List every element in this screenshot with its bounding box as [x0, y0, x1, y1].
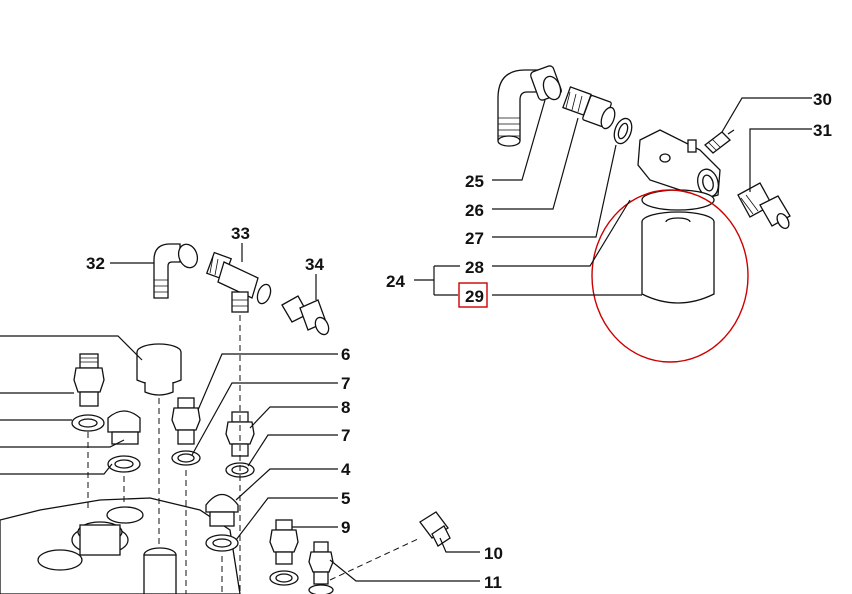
label-24: 24 — [386, 272, 405, 291]
part-31-fitting — [737, 182, 791, 230]
part-10-plug — [419, 511, 451, 547]
part-11-nipple — [308, 541, 334, 594]
label-7-upper: 7 — [341, 374, 350, 393]
leaders-middle — [110, 243, 317, 300]
label-11: 11 — [484, 573, 502, 592]
label-26: 26 — [465, 201, 484, 220]
label-32: 32 — [86, 254, 105, 273]
label-34: 34 — [305, 255, 324, 274]
label-31: 31 — [813, 121, 832, 140]
leaders-top-right — [414, 97, 812, 296]
part-34-hose-nipple — [281, 295, 330, 336]
part-32-elbow-hose-barb — [153, 243, 199, 299]
part-cap-left — [136, 343, 182, 396]
part-28-29-filter-canister — [641, 189, 715, 304]
label-6: 6 — [341, 345, 350, 364]
label-29: 29 — [465, 287, 484, 306]
part-left-plug — [107, 410, 141, 473]
label-5: 5 — [341, 489, 350, 508]
label-7-lower: 7 — [341, 426, 350, 445]
centre-lines — [87, 315, 421, 594]
part-4-plug — [205, 493, 239, 552]
label-27: 27 — [465, 229, 484, 248]
label-28: 28 — [465, 258, 484, 277]
highlight-ellipse — [591, 189, 749, 363]
label-9: 9 — [341, 518, 350, 537]
label-8: 8 — [341, 398, 350, 417]
part-33-tee-fitting — [205, 251, 272, 313]
label-30: 30 — [813, 90, 832, 109]
label-33: 33 — [231, 224, 250, 243]
part-9-nipple — [269, 519, 299, 586]
label-10: 10 — [484, 544, 503, 563]
part-25-elbow-hose-barb — [497, 65, 562, 147]
part-left-nipple-stack — [71, 353, 105, 432]
part-6-nipple — [171, 397, 201, 466]
label-25: 25 — [465, 172, 484, 191]
base-plate — [0, 497, 241, 594]
label-4: 4 — [341, 460, 351, 479]
leaders-lower — [0, 335, 480, 582]
part-30-sensor — [704, 129, 735, 154]
part-26-hex-nipple — [562, 86, 616, 130]
label-29-highlight-box — [458, 282, 488, 308]
part-27-o-ring — [613, 117, 633, 145]
